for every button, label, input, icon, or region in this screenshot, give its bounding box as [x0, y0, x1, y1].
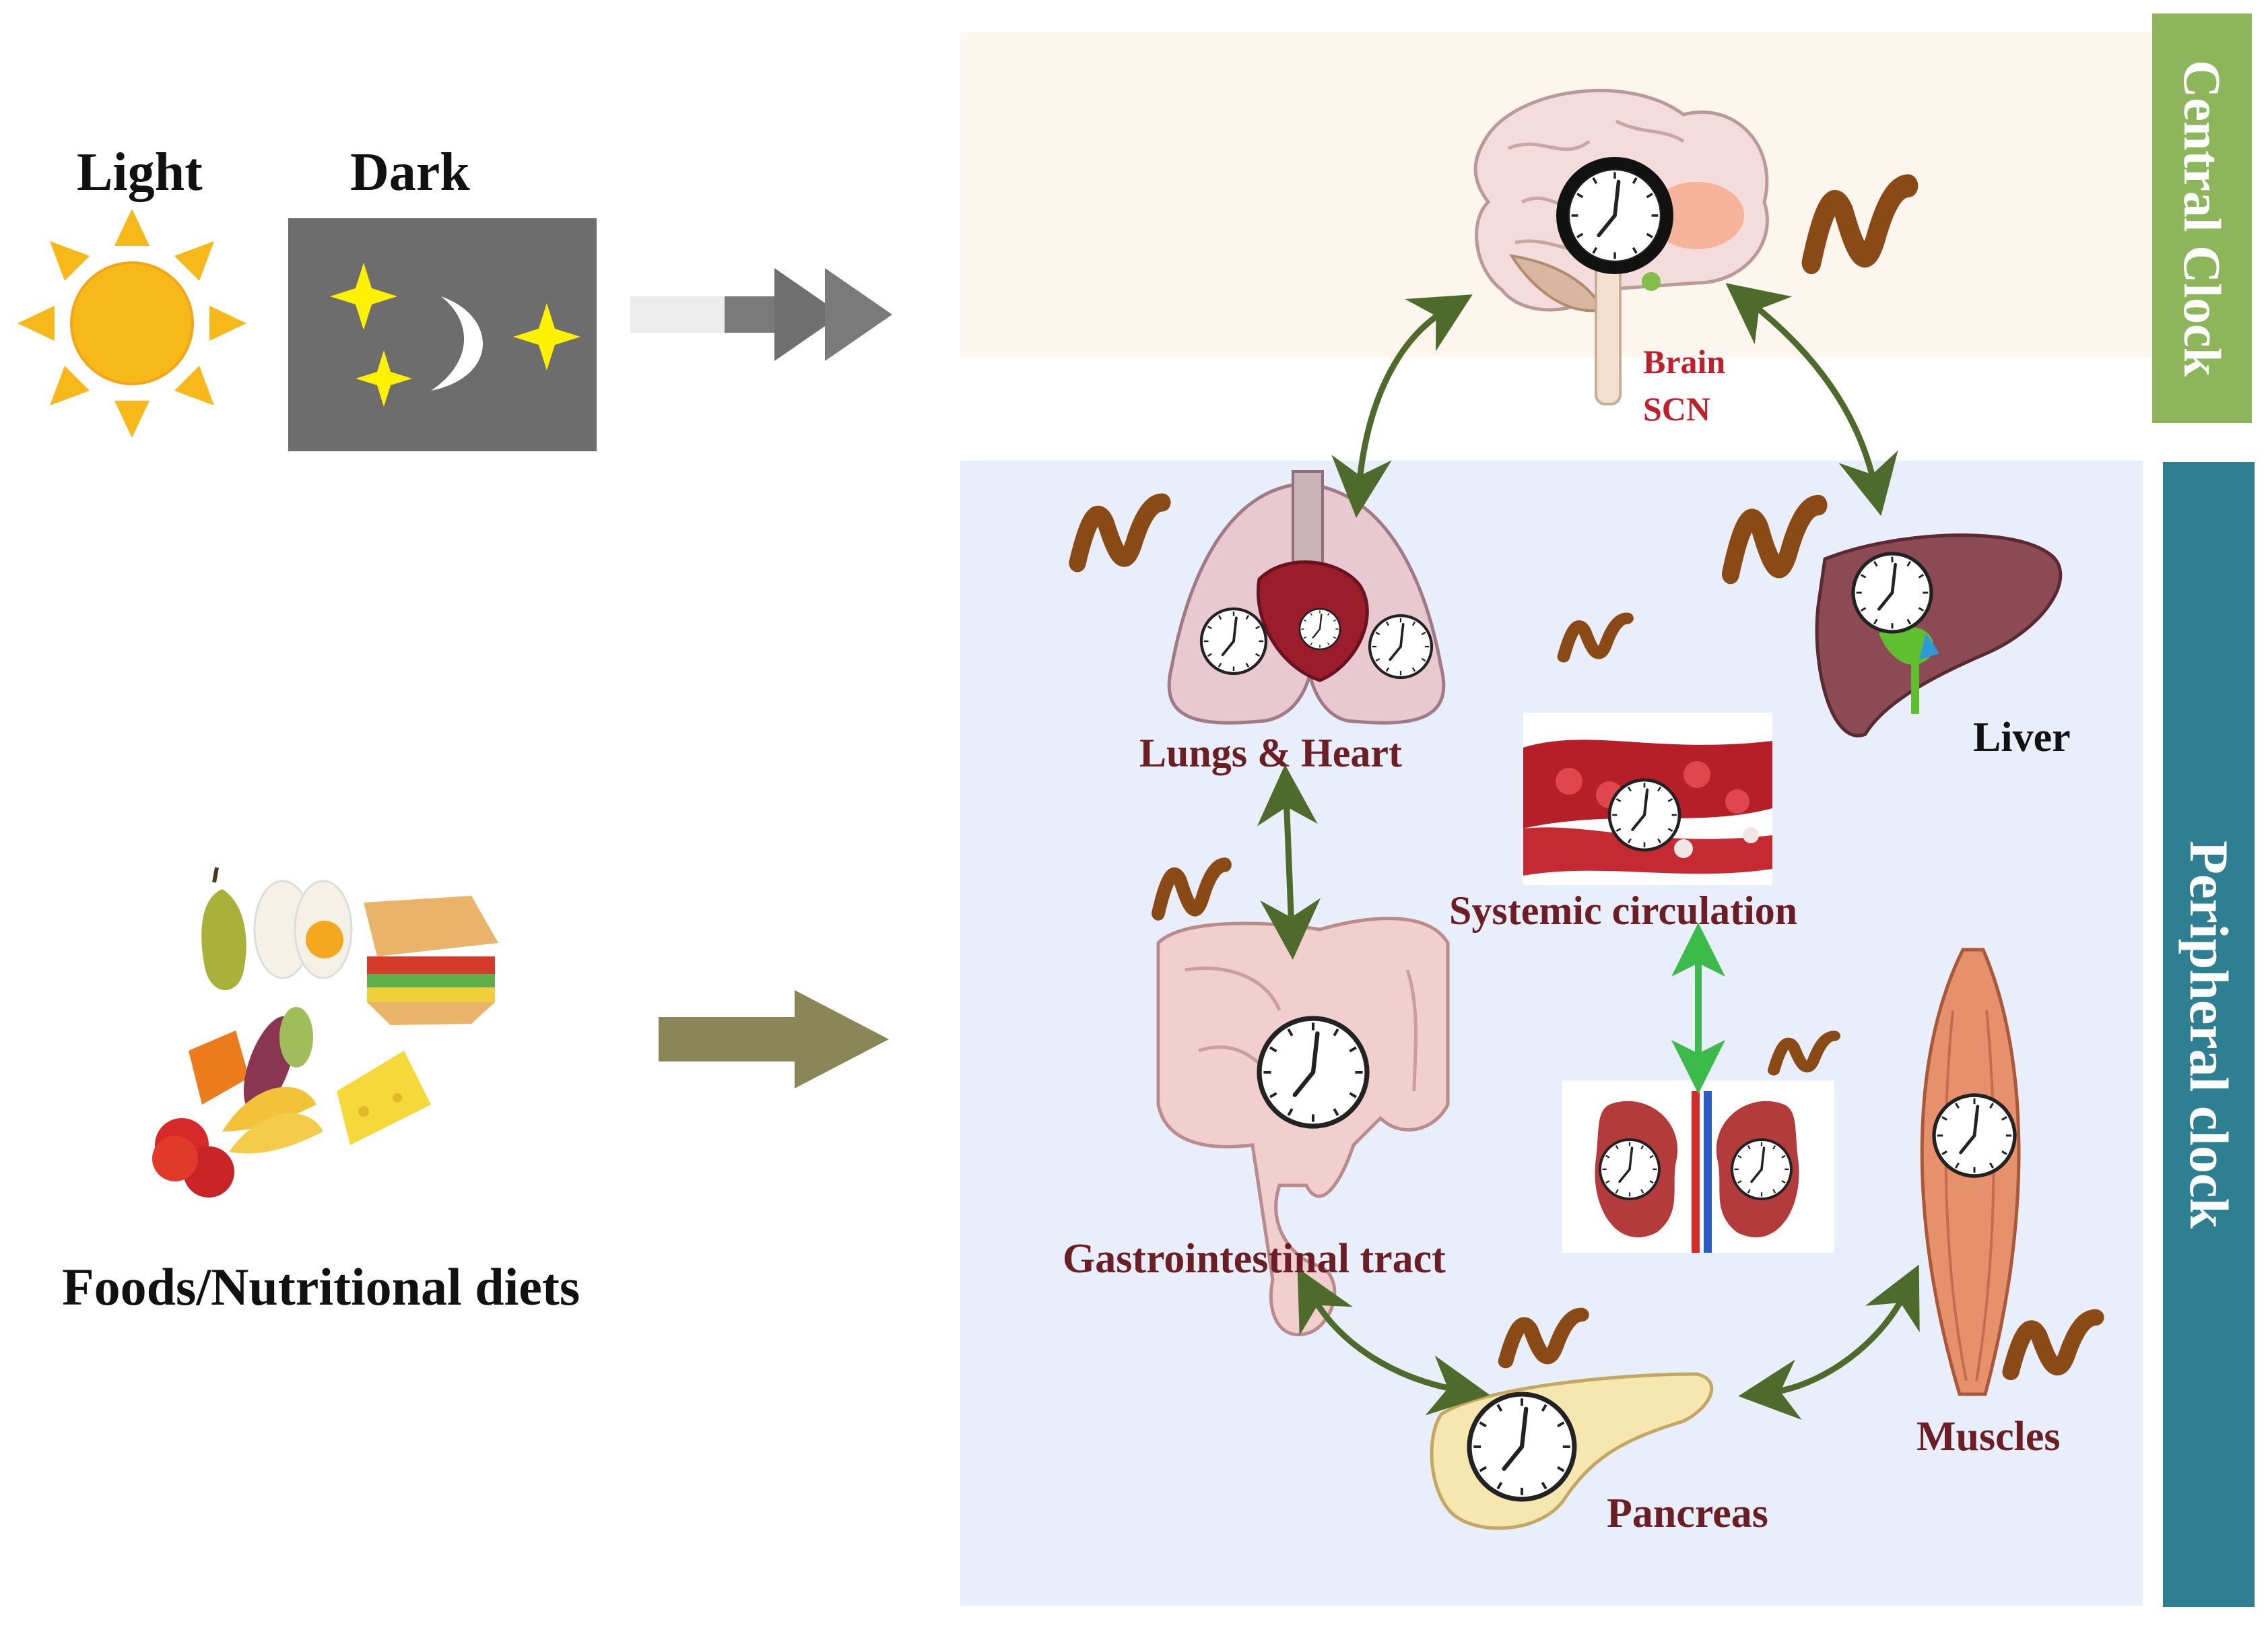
foods-label: Foods/Nutritional diets: [62, 1257, 580, 1316]
central-clock-side-bar: Central Clock: [2152, 13, 2252, 423]
lungs-left-clock-icon: [1201, 609, 1266, 674]
peripheral-clock-side-bar: Peripheral clock: [2163, 462, 2255, 1607]
liver-rhythm-wave-icon: [1731, 505, 1819, 574]
muscle-rhythm-wave-icon: [2011, 1317, 2096, 1372]
liver-label: Liver: [1973, 715, 2071, 760]
organ-arrows: [1257, 283, 1920, 1420]
lungs-rhythm-wave-icon: [1077, 502, 1162, 563]
gi-clock-icon: [1259, 1018, 1367, 1126]
scn-label: SCN: [1643, 390, 1711, 428]
liver-illustration: [1815, 533, 2063, 738]
brain-rhythm-wave-icon: [1811, 186, 1908, 263]
lungs-right-clock-icon: [1370, 616, 1432, 678]
moon-icon: [431, 296, 483, 391]
pancreas-label: Pancreas: [1607, 1491, 1768, 1536]
food-input-arrow: [659, 990, 889, 1088]
brain-label: Brain: [1643, 343, 1726, 381]
muscle-clock-icon: [1934, 1095, 2015, 1176]
circulation-rhythm-wave-icon: [1564, 618, 1628, 657]
pancreas-clock-icon: [1469, 1394, 1574, 1499]
light-input-arrow: [630, 268, 892, 361]
lungs-heart-illustration: [1167, 470, 1446, 725]
star-icon: [330, 263, 580, 407]
kidney-right-clock-icon: [1731, 1138, 1793, 1200]
sun-icon: [18, 209, 246, 438]
circulation-clock-icon: [1609, 780, 1679, 850]
liver-clock-icon: [1853, 554, 1931, 632]
peripheral-clock-label: Peripheral clock: [2178, 840, 2240, 1229]
heart-clock-icon: [1298, 608, 1341, 651]
pancreas-rhythm-wave-icon: [1506, 1315, 1582, 1361]
food-illustration: [152, 867, 498, 1198]
systemic-circulation-label: Systemic circulation: [1449, 888, 1798, 933]
light-label: Light: [77, 143, 203, 202]
central-clock-label: Central Clock: [2173, 59, 2232, 377]
gi-rhythm-wave-icon: [1158, 865, 1225, 913]
lungs-heart-label: Lungs & Heart: [1139, 731, 1402, 775]
kidney-left-clock-icon: [1599, 1138, 1661, 1200]
kidney-rhythm-wave-icon: [1774, 1036, 1834, 1070]
muscles-label: Muscles: [1916, 1414, 2061, 1460]
dark-label: Dark: [350, 143, 470, 202]
gi-tract-label: Gastrointestinal tract: [1063, 1236, 1446, 1282]
